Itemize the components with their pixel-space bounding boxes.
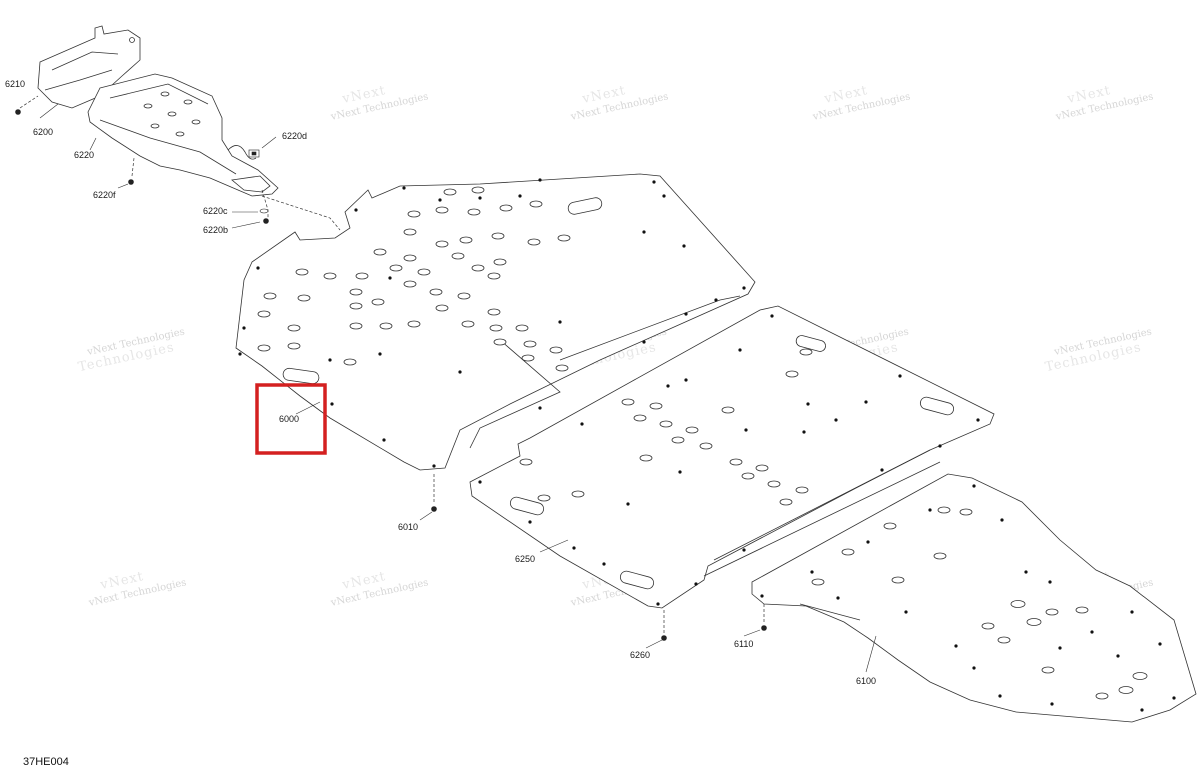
- part-6250-middle-plate[interactable]: [469, 305, 995, 609]
- callout-6220d[interactable]: 6220d: [282, 131, 307, 141]
- watermark: vNext vNext Technologies: [811, 83, 911, 123]
- bolt-6110[interactable]: [761, 625, 767, 631]
- plate-bolts: [478, 314, 980, 606]
- callout-6100[interactable]: 6100: [856, 676, 876, 686]
- callouts: 6210 6200 6220 6220d 6220f 6220c 6220b 6…: [5, 79, 876, 686]
- callout-6220c[interactable]: 6220c: [203, 206, 228, 216]
- leader-lines: [39, 103, 877, 673]
- watermark: vNext vNext Technologies: [329, 83, 429, 123]
- plate-holes: [811, 506, 1148, 700]
- part-6200-front-cover[interactable]: [37, 25, 141, 109]
- bolt-6220b[interactable]: [263, 218, 269, 224]
- diagram-code: 37HE004: [23, 756, 69, 768]
- plate-bolts: [238, 178, 746, 468]
- callout-6200[interactable]: 6200: [33, 127, 53, 137]
- watermark: vNext vNext Technologies: [569, 83, 669, 123]
- plate-holes: [257, 186, 571, 372]
- nut-6220d[interactable]: [248, 149, 260, 158]
- watermark: vNext vNext Technologies: [1054, 83, 1154, 123]
- watermark: vNext vNext Technologies: [87, 569, 187, 609]
- part-6000-center-plate[interactable]: [235, 173, 756, 471]
- bolt-6260[interactable]: [661, 635, 667, 641]
- watermark: vNext Technologies Technologies: [1044, 327, 1153, 376]
- bolt-6010[interactable]: [431, 506, 437, 512]
- plate-bolts: [760, 484, 1176, 712]
- callout-6210[interactable]: 6210: [5, 79, 25, 89]
- callout-6220f[interactable]: 6220f: [93, 190, 116, 200]
- fasteners: [15, 109, 767, 641]
- callout-6220[interactable]: 6220: [74, 150, 94, 160]
- callout-6250[interactable]: 6250: [515, 554, 535, 564]
- callout-6000[interactable]: 6000: [279, 414, 299, 424]
- part-6100-rear-plate[interactable]: [751, 473, 1197, 723]
- highlight-box-6000: [255, 383, 327, 455]
- part-6220-front-plate[interactable]: [87, 73, 279, 197]
- plate-holes: [519, 348, 813, 506]
- bolt-6210[interactable]: [15, 109, 21, 115]
- callout-6110[interactable]: 6110: [734, 639, 753, 649]
- callout-6010[interactable]: 6010: [398, 522, 418, 532]
- bolt-6220f[interactable]: [128, 179, 134, 185]
- callout-6260[interactable]: 6260: [630, 650, 650, 660]
- watermark: vNext Technologies Technologies: [77, 327, 186, 376]
- callout-6220b[interactable]: 6220b: [203, 225, 228, 235]
- watermark: vNext vNext Technologies: [329, 569, 429, 609]
- assembly-lines: [19, 95, 765, 634]
- washer-6220c[interactable]: [259, 208, 269, 214]
